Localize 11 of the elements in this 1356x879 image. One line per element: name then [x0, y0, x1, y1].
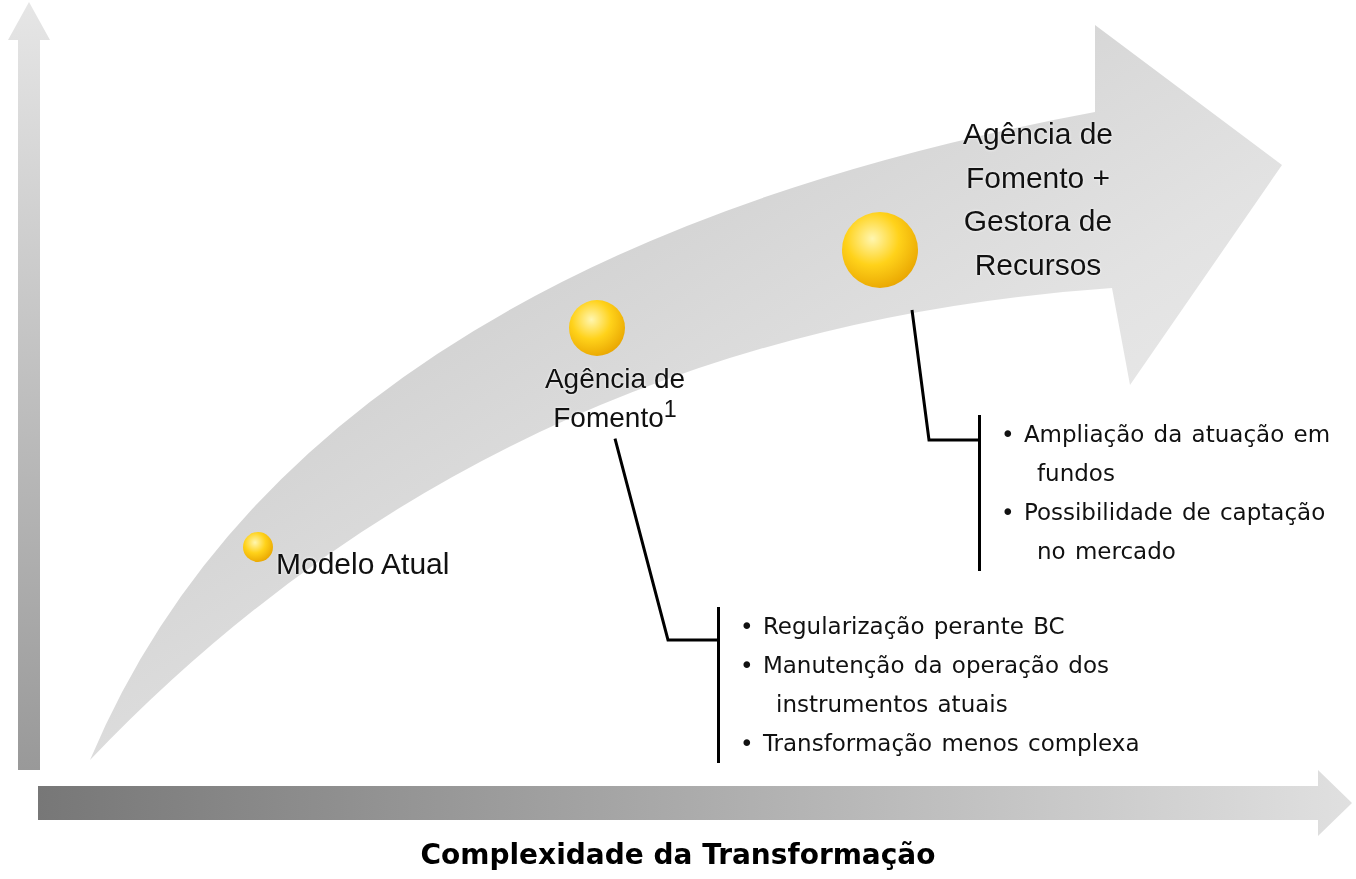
stage-label: Modelo Atual	[276, 546, 506, 582]
bullet-item: • Regularização perante BC	[740, 612, 1066, 641]
bullet-item: • Transformação menos complexa	[740, 729, 1141, 758]
leader-line	[910, 309, 978, 442]
leader-line	[613, 438, 717, 642]
bullet-item: • Manutenção da operação dos instrumentos atuais	[740, 651, 1110, 719]
stage-label: Agência de Fomento$^{1}$	[505, 362, 725, 435]
bullet-item: • Possibilidade de captação no mercado	[1001, 498, 1327, 566]
axis-title: Complexidade da Transformação	[419, 838, 937, 871]
bullet-item: • Ampliação da atuação em fundos	[1001, 420, 1332, 488]
stage-label: Agência de Fomento + Gestora de Recursos	[938, 112, 1138, 286]
